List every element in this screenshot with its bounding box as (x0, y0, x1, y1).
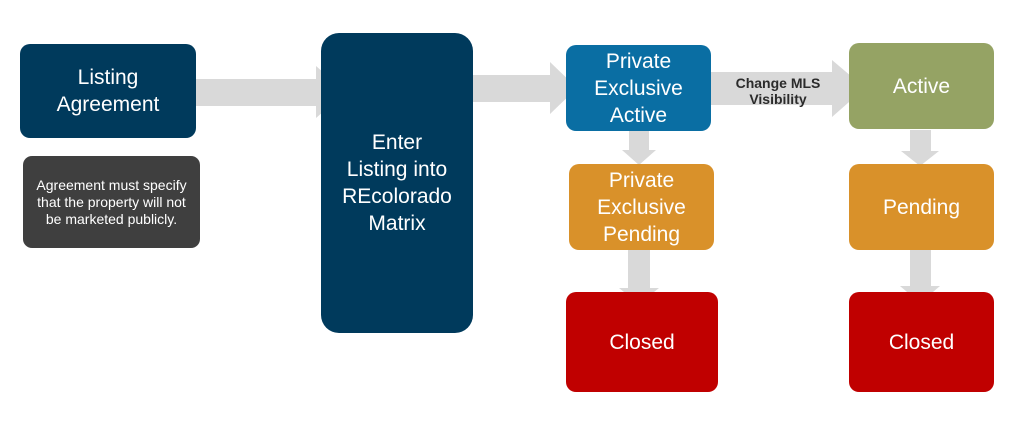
arrow-private-pending-to-closed (619, 250, 659, 304)
pending-box: Pending (849, 164, 994, 250)
closed-public-label: Closed (888, 330, 955, 354)
arrow-pending-to-closed (900, 250, 940, 303)
active-label: Active (892, 74, 951, 98)
closed-public-box: Closed (849, 292, 994, 392)
arrow-enter-to-private-active (473, 62, 577, 114)
change-mls-visibility-label: Change MLS Visibility (735, 75, 821, 107)
agreement-note-box: Agreement must specify that the property… (23, 156, 200, 248)
pending-label: Pending (882, 195, 961, 219)
arrow-agreement-to-enter (196, 66, 346, 118)
private-exclusive-pending-label: Private Exclusive Pending (597, 168, 686, 246)
arrow-active-to-pending (901, 130, 939, 166)
listing-agreement-box: Listing Agreement (20, 44, 196, 138)
enter-listing-label: Enter Listing into REcolorado Matrix (342, 131, 452, 235)
private-exclusive-active-label: Private Exclusive Active (594, 49, 683, 127)
listing-agreement-label: Listing Agreement (56, 66, 160, 116)
arrow-private-active-to-active (710, 60, 865, 117)
closed-private-box: Closed (566, 292, 718, 392)
private-exclusive-active-box: Private Exclusive Active (566, 45, 711, 131)
enter-listing-box: Enter Listing into REcolorado Matrix (321, 33, 473, 333)
agreement-note-text: Agreement must specify that the property… (36, 176, 187, 227)
arrow-private-active-to-private-pending (622, 130, 656, 165)
active-box: Active (849, 43, 994, 129)
closed-private-label: Closed (609, 330, 675, 354)
private-exclusive-pending-box: Private Exclusive Pending (569, 164, 714, 250)
